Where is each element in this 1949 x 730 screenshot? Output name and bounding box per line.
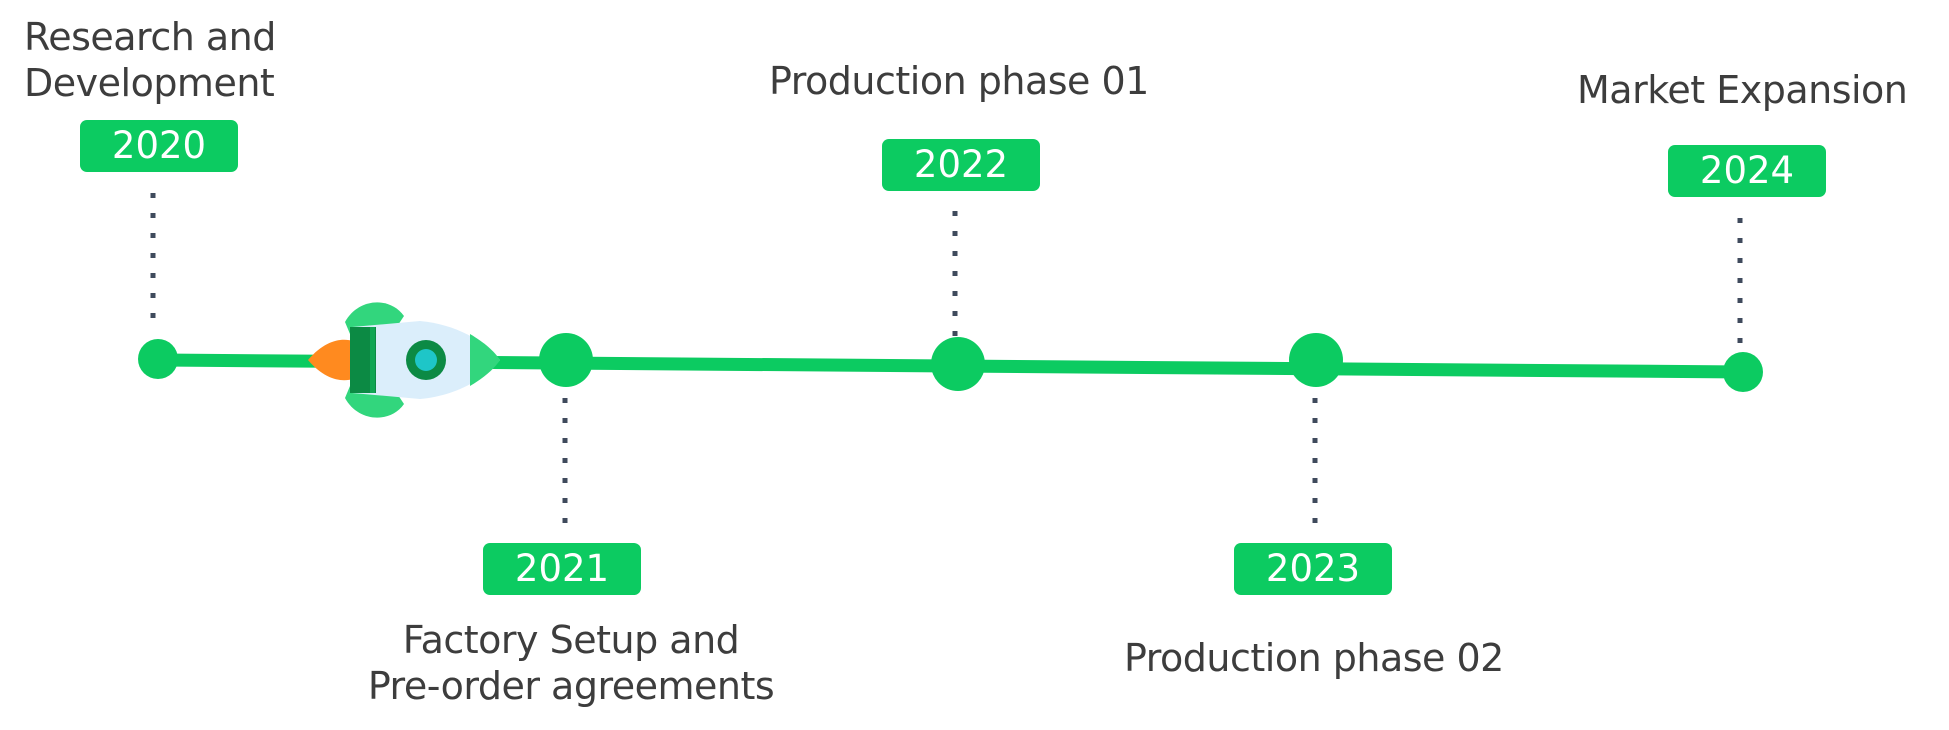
milestone-caption-2024: Market Expansion: [1577, 68, 1908, 112]
milestone-node-2022: [931, 337, 985, 391]
milestone-node-2020: [138, 339, 178, 379]
year-badge-2023: 2023: [1234, 543, 1392, 595]
milestone-caption-2020: Research and Development: [24, 14, 276, 106]
milestone-caption-2021: Factory Setup and Pre-order agreements: [353, 617, 789, 709]
milestone-node-2023: [1289, 333, 1343, 387]
milestone-node-2024: [1723, 352, 1763, 392]
year-badge-2021: 2021: [483, 543, 641, 595]
year-badge-2022: 2022: [882, 139, 1040, 191]
rocket-icon: [308, 302, 500, 418]
year-badge-2020: 2020: [80, 120, 238, 172]
milestone-caption-2020-line2: Development: [24, 61, 275, 105]
year-badge-2024: 2024: [1668, 145, 1826, 197]
milestone-caption-2020-line1: Research and: [24, 15, 276, 59]
milestone-caption-2022: Production phase 01: [769, 59, 1149, 103]
milestone-caption-2021-line1: Factory Setup and: [402, 618, 740, 662]
milestone-caption-2021-line2: Pre-order agreements: [367, 664, 775, 708]
milestone-node-2021: [539, 333, 593, 387]
milestone-caption-2023: Production phase 02: [1124, 636, 1504, 680]
